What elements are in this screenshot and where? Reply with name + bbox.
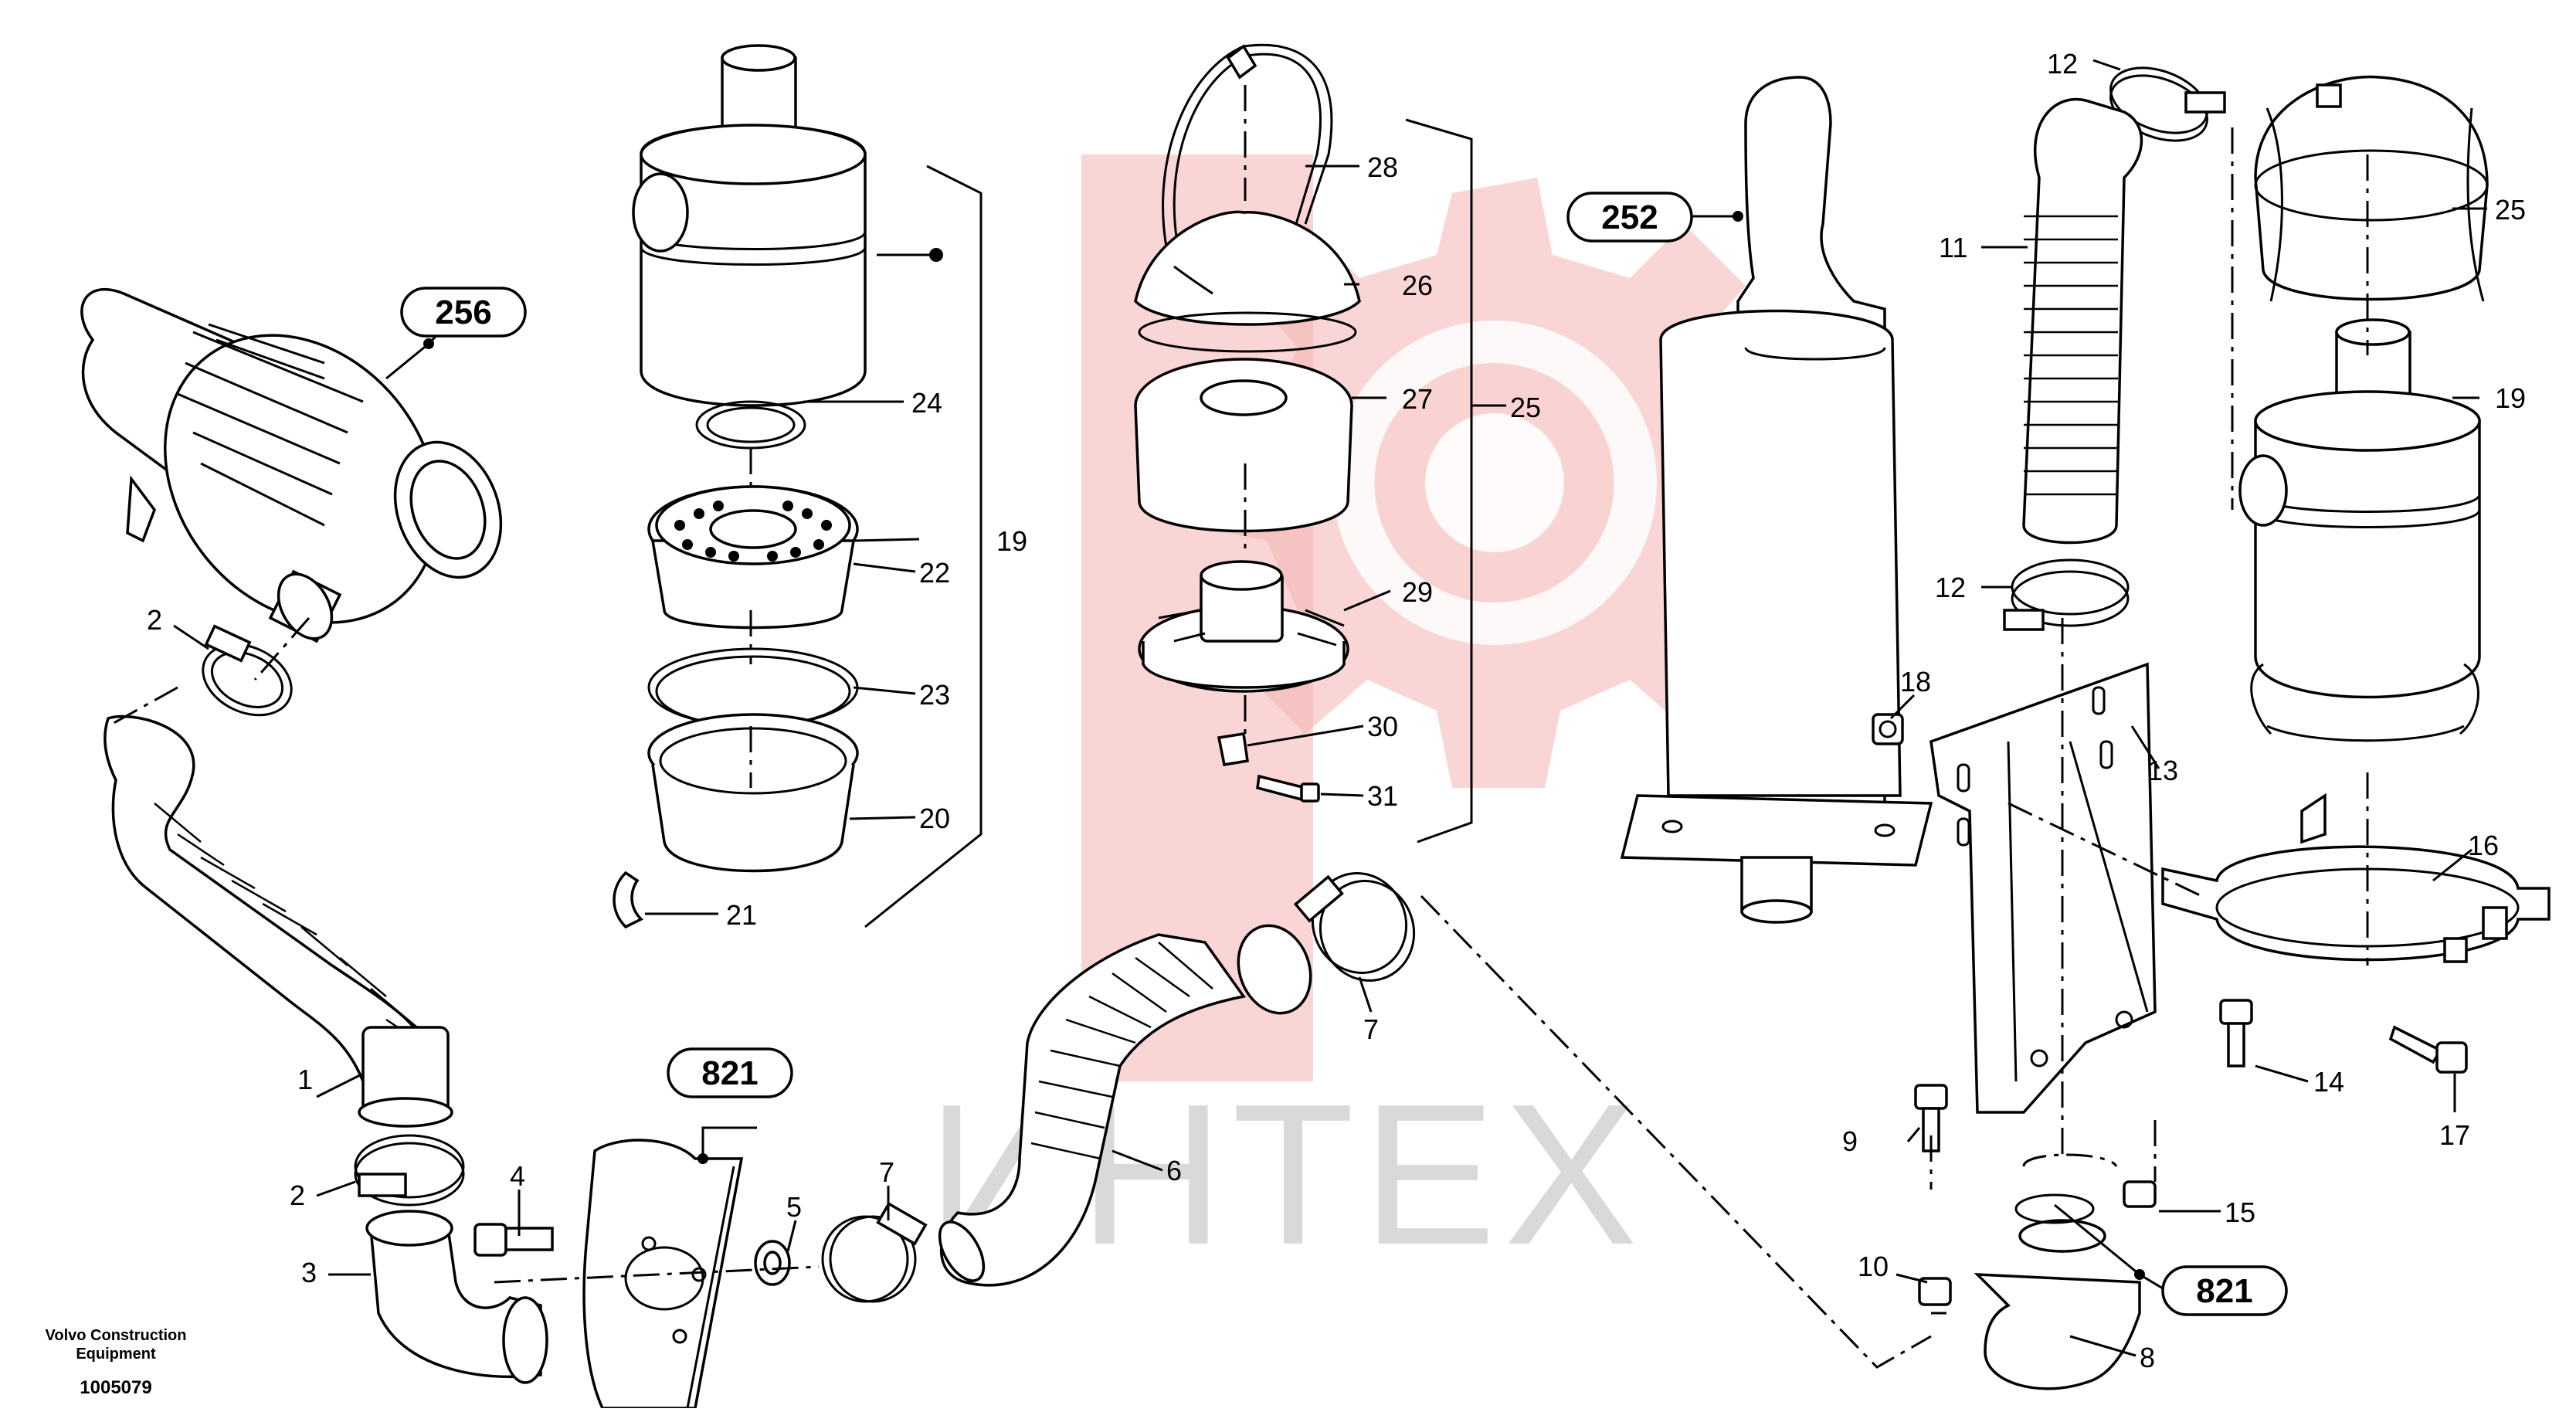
muffler-252 — [1620, 76, 1933, 924]
callout-12-upper: 12 — [2047, 48, 2078, 80]
ref-oval-252: 252 — [1566, 192, 1693, 243]
callout-28: 28 — [1367, 151, 1398, 183]
callout-9: 9 — [1842, 1125, 1858, 1157]
elbow-8 — [1974, 1193, 2141, 1390]
callout-2-lower: 2 — [290, 1179, 305, 1211]
axis-line-left — [107, 617, 820, 1284]
dust-bowl-20 — [647, 713, 859, 873]
callout-12-lower: 12 — [1935, 572, 1966, 603]
hose-clamp-7-lower — [821, 1201, 928, 1303]
hose-clamp-2-lower — [354, 1134, 465, 1207]
cap-25-right — [2254, 75, 2489, 302]
bolt-14 — [2219, 999, 2253, 1067]
hose-clamp-12-lower — [2003, 558, 2130, 631]
assembly-line-25 — [1405, 118, 1473, 843]
ref-label-821-right: 821 — [2196, 1272, 2252, 1310]
callout-27: 27 — [1402, 383, 1433, 415]
bushing-5 — [754, 1240, 791, 1286]
callout-4: 4 — [510, 1160, 525, 1192]
company-name-line2: Equipment — [76, 1346, 156, 1363]
callout-8: 8 — [2140, 1342, 2155, 1373]
callout-13: 13 — [2147, 755, 2178, 786]
hose-clamp-7-upper — [1293, 872, 1416, 982]
hose-6 — [938, 924, 1312, 1287]
callout-15: 15 — [2225, 1196, 2255, 1228]
company-name-line1: Volvo Construction — [46, 1327, 187, 1344]
assembly-line-19 — [864, 165, 983, 928]
nut-18 — [1872, 713, 1904, 745]
elbow-3 — [365, 1210, 548, 1384]
callout-19-left: 19 — [996, 525, 1027, 557]
callout-31: 31 — [1367, 780, 1398, 812]
axis-line-hose-6 — [1420, 894, 1932, 1369]
impeller-29 — [1138, 560, 1349, 693]
axis-line-right-d — [1929, 1120, 2157, 1315]
seal-ring-24 — [695, 400, 806, 450]
callout-16: 16 — [2468, 830, 2499, 861]
callout-17: 17 — [2439, 1119, 2470, 1151]
band-clamp-16 — [2161, 793, 2551, 963]
pre-cleaner-19-right — [2238, 318, 2481, 742]
callout-7-lower: 7 — [879, 1156, 894, 1188]
callout-10: 10 — [1858, 1251, 1889, 1282]
bolt-4 — [473, 1223, 554, 1257]
callout-25-right: 25 — [2495, 194, 2526, 226]
callout-23: 23 — [919, 679, 950, 711]
bulkhead-panel-821 — [582, 1139, 744, 1410]
bowl-27 — [1134, 358, 1353, 533]
ref-label-252: 252 — [1601, 199, 1658, 236]
plate-30-screw-31 — [1217, 731, 1320, 803]
bracket-13 — [1929, 662, 2157, 1114]
callout-24: 24 — [911, 387, 942, 419]
callout-14: 14 — [2313, 1066, 2344, 1098]
ref-oval-821-right: 821 — [2161, 1265, 2288, 1316]
intake-hose-1 — [104, 714, 453, 1128]
hose-clamp-12-upper — [2109, 66, 2226, 142]
callout-26: 26 — [1402, 270, 1433, 301]
ref-label-821-left: 821 — [701, 1054, 758, 1092]
bolt-17 — [2388, 1025, 2468, 1074]
callout-19-right: 19 — [2495, 382, 2526, 414]
ref-label-256: 256 — [435, 294, 491, 331]
callout-6: 6 — [1166, 1155, 1182, 1186]
hose-clamp-2-upper — [202, 624, 293, 717]
callout-22: 22 — [919, 557, 950, 589]
callout-30: 30 — [1367, 711, 1398, 742]
hose-11 — [2022, 97, 2143, 545]
nut-15 — [2123, 1180, 2157, 1208]
callout-3: 3 — [301, 1257, 317, 1288]
port-outline — [2022, 1153, 2118, 1167]
ref-oval-256: 256 — [400, 287, 527, 338]
ref-oval-821-left: 821 — [667, 1047, 793, 1098]
callout-1: 1 — [297, 1064, 313, 1095]
cap-26 — [1134, 210, 1361, 353]
leader-lines — [173, 59, 2487, 1357]
callout-5: 5 — [786, 1191, 802, 1223]
callout-25-center: 25 — [1510, 392, 1541, 423]
pre-cleaner-19-body — [632, 44, 867, 407]
callout-20: 20 — [919, 803, 950, 834]
callout-11: 11 — [1939, 232, 1967, 263]
air-cleaner-assembly — [80, 288, 503, 643]
bolt-9 — [1914, 1084, 1948, 1152]
callout-18: 18 — [1900, 666, 1931, 698]
drawing-number: 1005079 — [80, 1377, 151, 1398]
callout-2-upper: 2 — [147, 604, 162, 636]
callout-29: 29 — [1402, 576, 1433, 608]
callout-21: 21 — [726, 899, 757, 931]
perforated-cap-22 — [647, 485, 859, 630]
handle-28 — [1162, 43, 1333, 248]
clip-21 — [613, 871, 643, 929]
axis-line-right-c — [2008, 618, 2202, 1159]
nut-10 — [1918, 1277, 1952, 1306]
callout-7-upper: 7 — [1363, 1013, 1379, 1045]
